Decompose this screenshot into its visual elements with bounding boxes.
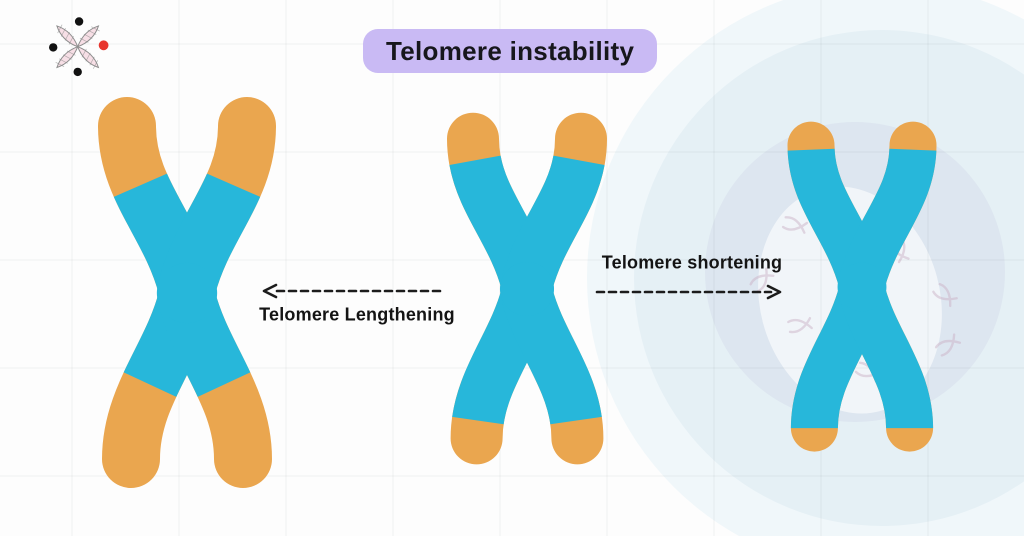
logo-dot-top <box>74 17 84 26</box>
lengthening-arrow <box>262 283 442 299</box>
shortened-chromosome <box>787 121 937 452</box>
shortening-label: Telomere shortening <box>601 252 783 273</box>
title-badge: Telomere instability <box>363 29 658 73</box>
lengthening-label: Telomere Lengthening <box>259 304 455 325</box>
dna-logo-icon <box>49 17 109 77</box>
logo-dot-bottom <box>73 67 82 77</box>
normal-chromosome <box>447 112 607 465</box>
page-title: Telomere instability <box>386 35 635 66</box>
lengthened-chromosome <box>98 97 276 488</box>
logo-dot-left <box>49 43 58 52</box>
shortening-arrow <box>595 284 782 300</box>
logo-dot-accent <box>98 40 109 51</box>
